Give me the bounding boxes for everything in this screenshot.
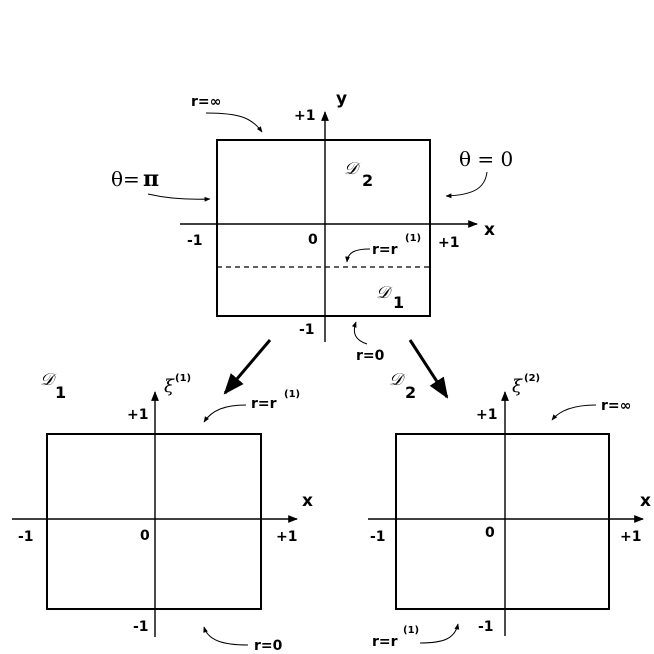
top-tick-left: -1 (187, 233, 203, 249)
right-origin: 0 (485, 525, 495, 541)
top-y-label: y (336, 89, 347, 109)
top-diagram: y x +1 -1 +1 -1 0 𝒟 2 𝒟 1 r=∞ θ= π θ = 0… (111, 89, 513, 364)
left-x-label: x (302, 491, 313, 511)
left-square (46, 433, 262, 610)
top-label-theta-pi-value: π (143, 166, 159, 192)
right-y-label: ξ (512, 376, 523, 397)
left-tick-right: +1 (276, 529, 297, 545)
left-y-label: ξ (164, 376, 175, 397)
map-arrow-left (223, 339, 272, 395)
right-y-label-sup: (2) (524, 373, 540, 384)
left-label-r-zero: r=0 (254, 638, 283, 654)
right-square (395, 433, 610, 610)
left-r-zero-arrow (203, 626, 249, 646)
left-region-symbol: 𝒟 (40, 370, 57, 390)
left-tick-left: -1 (18, 529, 34, 545)
top-tick-top: +1 (294, 108, 315, 124)
top-theta-zero-arrow (445, 171, 488, 199)
top-origin: 0 (308, 232, 318, 248)
top-label-r-inf: r=∞ (191, 94, 221, 110)
map-arrow-right (408, 339, 449, 399)
top-theta-pi-arrow (147, 193, 211, 202)
right-r-inf-arrow (551, 404, 597, 421)
right-label-r-r1: r=r (372, 634, 398, 650)
top-label-r-r1-sup: (1) (405, 233, 421, 244)
top-region-upper-sub: 2 (362, 171, 373, 190)
right-label-r-r1-sup: (1) (403, 625, 419, 636)
top-region-lower-sub: 1 (393, 293, 404, 312)
right-label-r-inf: r=∞ (601, 398, 631, 414)
top-x-label: x (484, 220, 495, 240)
right-region-symbol: 𝒟 (389, 370, 406, 390)
top-r-r1-arrow (345, 248, 371, 263)
top-tick-right: +1 (438, 235, 459, 251)
top-region-lower-symbol: 𝒟 (376, 283, 393, 303)
right-tick-bottom: -1 (478, 619, 494, 635)
top-label-r-zero: r=0 (356, 348, 385, 364)
top-label-r-r1: r=r (372, 242, 398, 258)
right-x-label: x (640, 491, 651, 511)
left-origin: 0 (140, 528, 150, 544)
left-label-r-r1: r=r (251, 396, 277, 412)
left-label-r-r1-sup: (1) (284, 389, 300, 400)
left-diagram: 𝒟 1 ξ (1) x +1 -1 +1 -1 0 r=r (1) r=0 (12, 370, 313, 654)
right-tick-left: -1 (370, 529, 386, 545)
left-tick-top: +1 (127, 407, 148, 423)
top-label-theta-pi: θ= (111, 167, 140, 191)
top-r-zero-arrow (351, 321, 368, 345)
left-region-sub: 1 (55, 383, 66, 402)
right-region-sub: 2 (405, 383, 416, 402)
left-tick-bottom: -1 (133, 619, 149, 635)
top-square (216, 139, 431, 317)
left-y-label-sup: (1) (175, 373, 191, 384)
right-r-r1-arrow (419, 623, 460, 644)
top-tick-bottom: -1 (299, 322, 315, 338)
right-tick-top: +1 (476, 407, 497, 423)
left-r-r1-arrow (203, 404, 247, 423)
right-diagram: 𝒟 2 ξ (2) x +1 -1 +1 -1 0 r=∞ r=r (1) (368, 370, 651, 650)
top-label-theta-zero: θ = 0 (459, 147, 513, 171)
right-tick-right: +1 (620, 529, 641, 545)
top-r-inf-arrow (205, 112, 263, 133)
top-region-upper-symbol: 𝒟 (344, 159, 361, 179)
